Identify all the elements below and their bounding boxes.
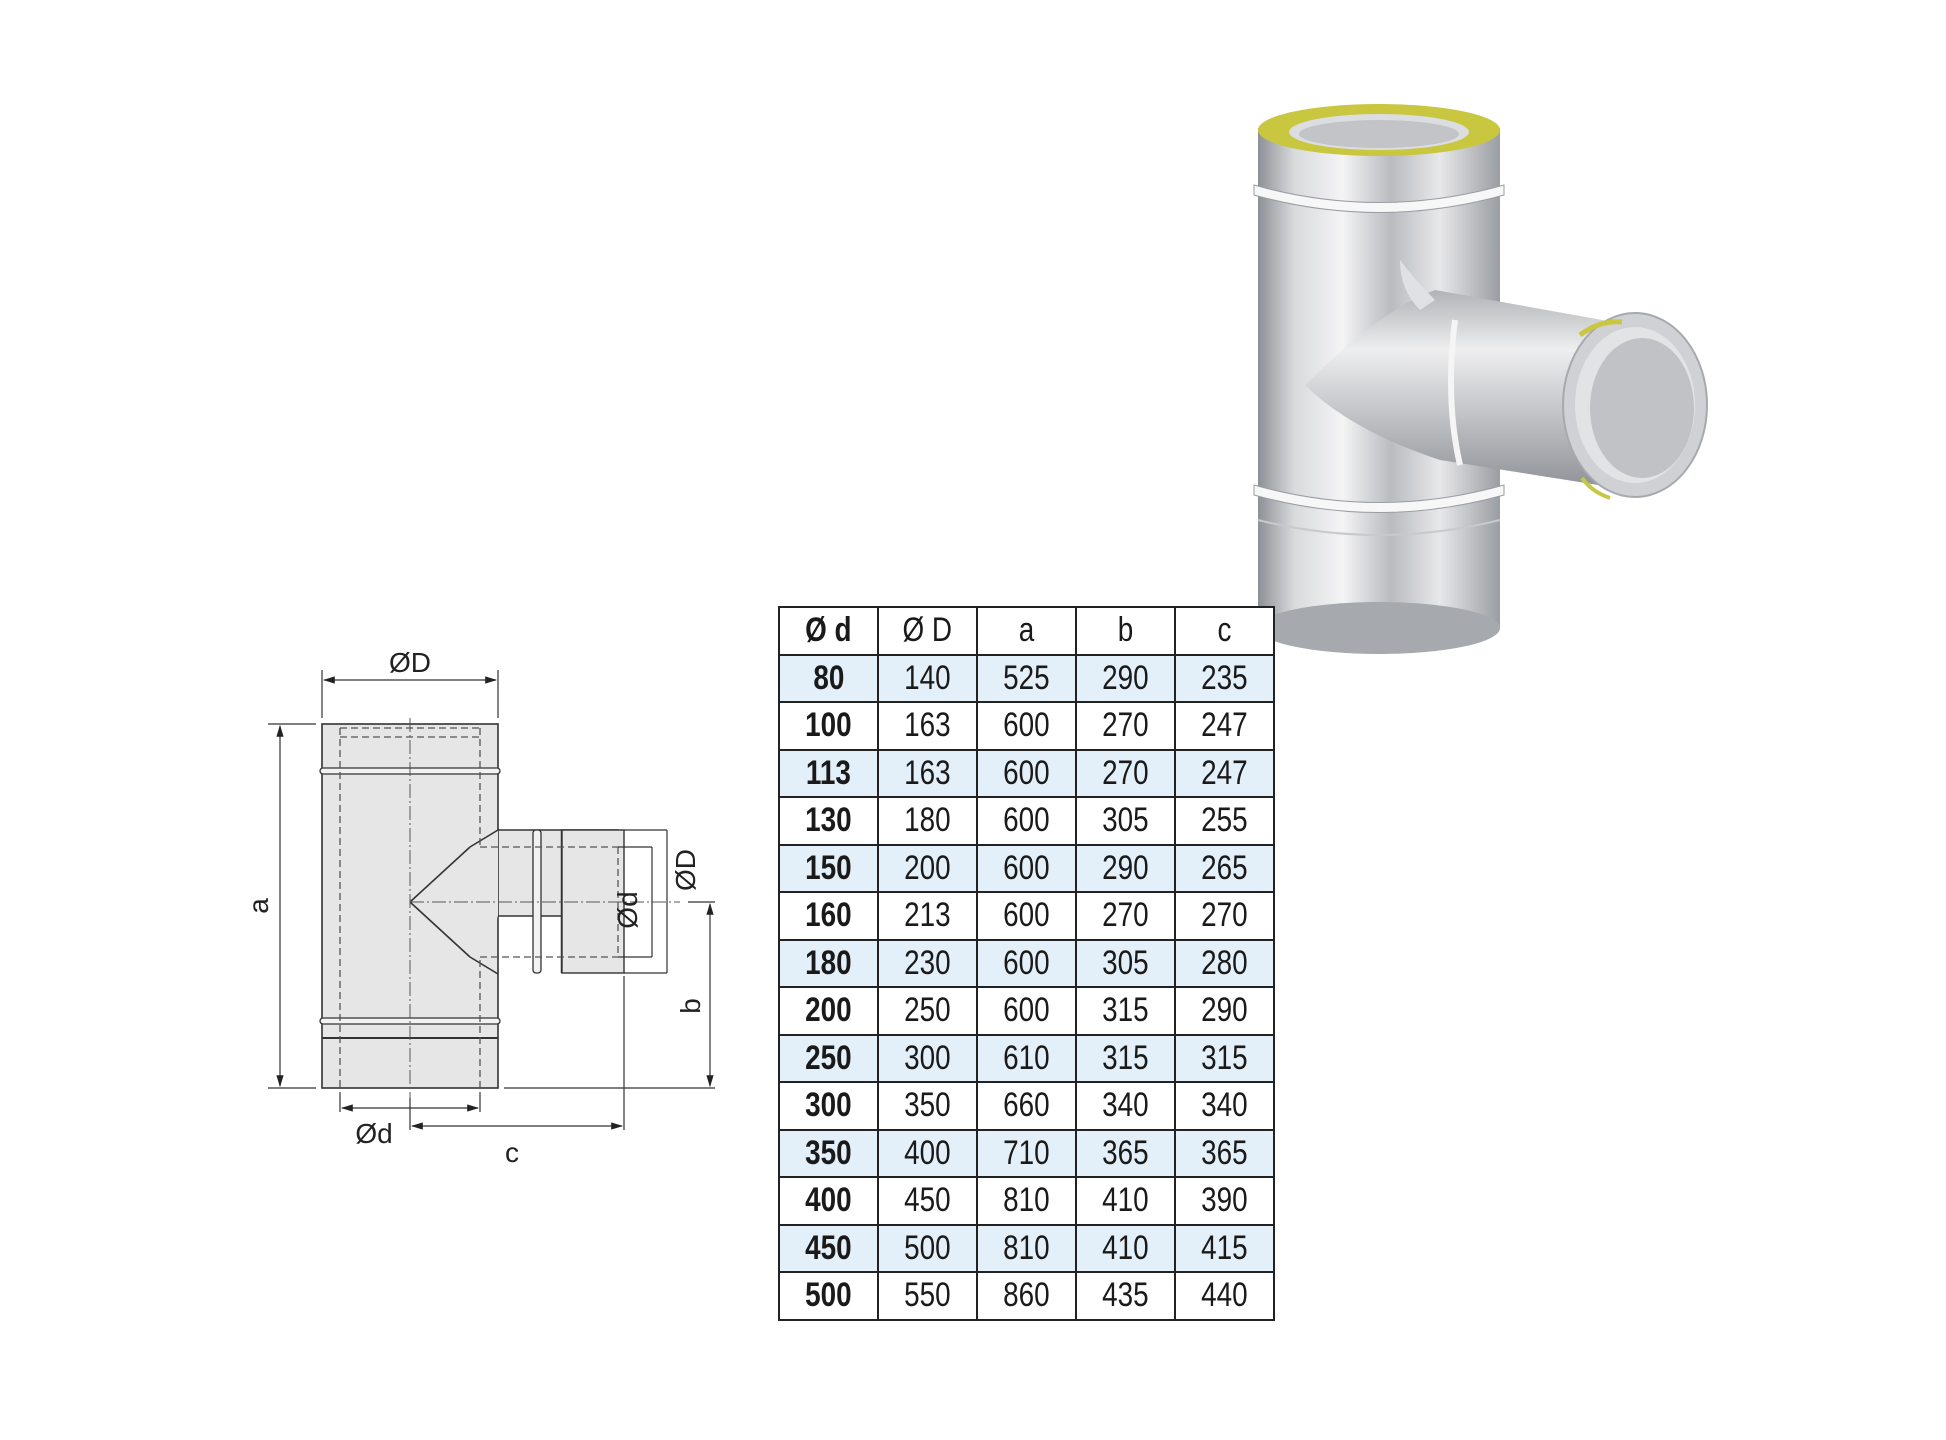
header-inner-diameter: Ø d (778, 606, 879, 656)
main-pipe (319, 718, 680, 1098)
header-c: c (1174, 606, 1275, 656)
dim-b-label: b (675, 998, 706, 1014)
header-outer-diameter: Ø D (877, 606, 978, 656)
header-a: a (976, 606, 1077, 656)
technical-drawing: ØD a ØD Ød b Ød c (240, 640, 760, 1300)
header-b: b (1075, 606, 1176, 656)
table-header-row: Ø d Ø D a b c (778, 606, 1275, 656)
id-branch-label: Ød (612, 891, 643, 928)
product-image-chimney-tee (1230, 100, 1790, 880)
dim-a-label: a (243, 898, 274, 914)
id-bottom-label: Ød (355, 1118, 392, 1149)
od-top-label: ØD (389, 647, 431, 678)
dim-c-label: c (505, 1137, 519, 1168)
od-branch-label: ØD (670, 849, 701, 891)
